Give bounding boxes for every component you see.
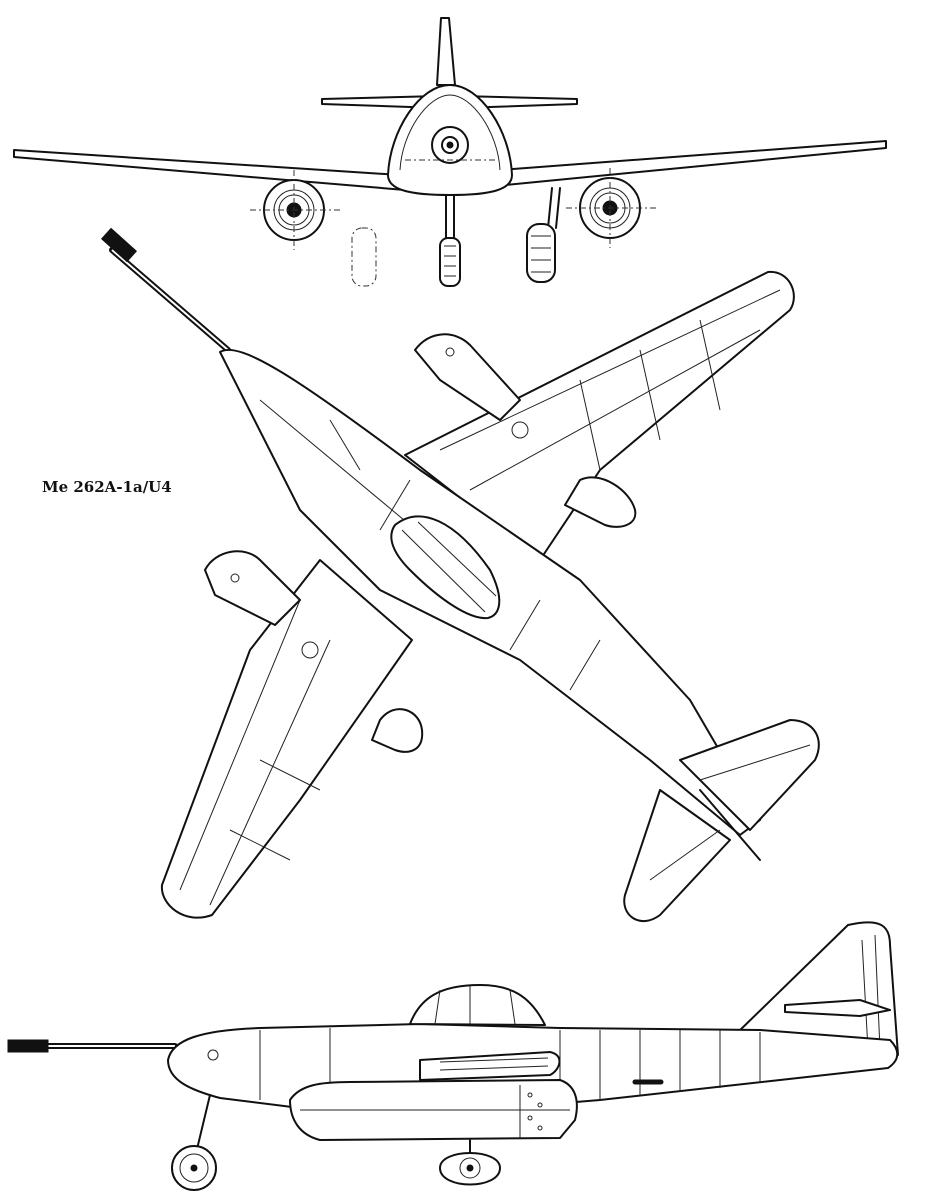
plan-gun-barrel xyxy=(100,227,231,353)
side-main-gear xyxy=(439,1139,501,1186)
aircraft-designation-label: Me 262A-1a/U4 xyxy=(42,478,172,496)
front-engine-left xyxy=(250,170,340,250)
plan-nacelle-right-aft xyxy=(564,476,637,528)
front-main-gear xyxy=(526,187,561,283)
front-fin xyxy=(436,17,456,86)
side-canopy xyxy=(409,984,546,1026)
plan-view xyxy=(100,227,820,922)
front-wing-right xyxy=(494,140,887,187)
front-view xyxy=(13,17,887,287)
plan-nacelle-left-fwd xyxy=(204,550,301,626)
front-drop-tank xyxy=(351,227,377,287)
side-view xyxy=(7,921,899,1191)
side-nose-gear xyxy=(171,1094,217,1191)
plan-nacelle-right-fwd xyxy=(414,333,521,421)
plan-wing-right xyxy=(404,270,795,561)
plan-canopy xyxy=(390,515,501,620)
plan-tailplane-left xyxy=(623,789,731,922)
side-tailplane xyxy=(784,999,891,1017)
front-engine-right xyxy=(566,168,656,248)
plan-nacelle-left-aft xyxy=(371,708,424,753)
front-nose-gear xyxy=(439,194,461,287)
plan-wing-left xyxy=(160,559,413,919)
side-marking xyxy=(632,1079,664,1085)
plan-tailplane-right xyxy=(679,719,820,831)
front-wing-left xyxy=(13,149,406,191)
side-gun-barrel xyxy=(7,1039,178,1053)
side-fin xyxy=(734,921,899,1061)
